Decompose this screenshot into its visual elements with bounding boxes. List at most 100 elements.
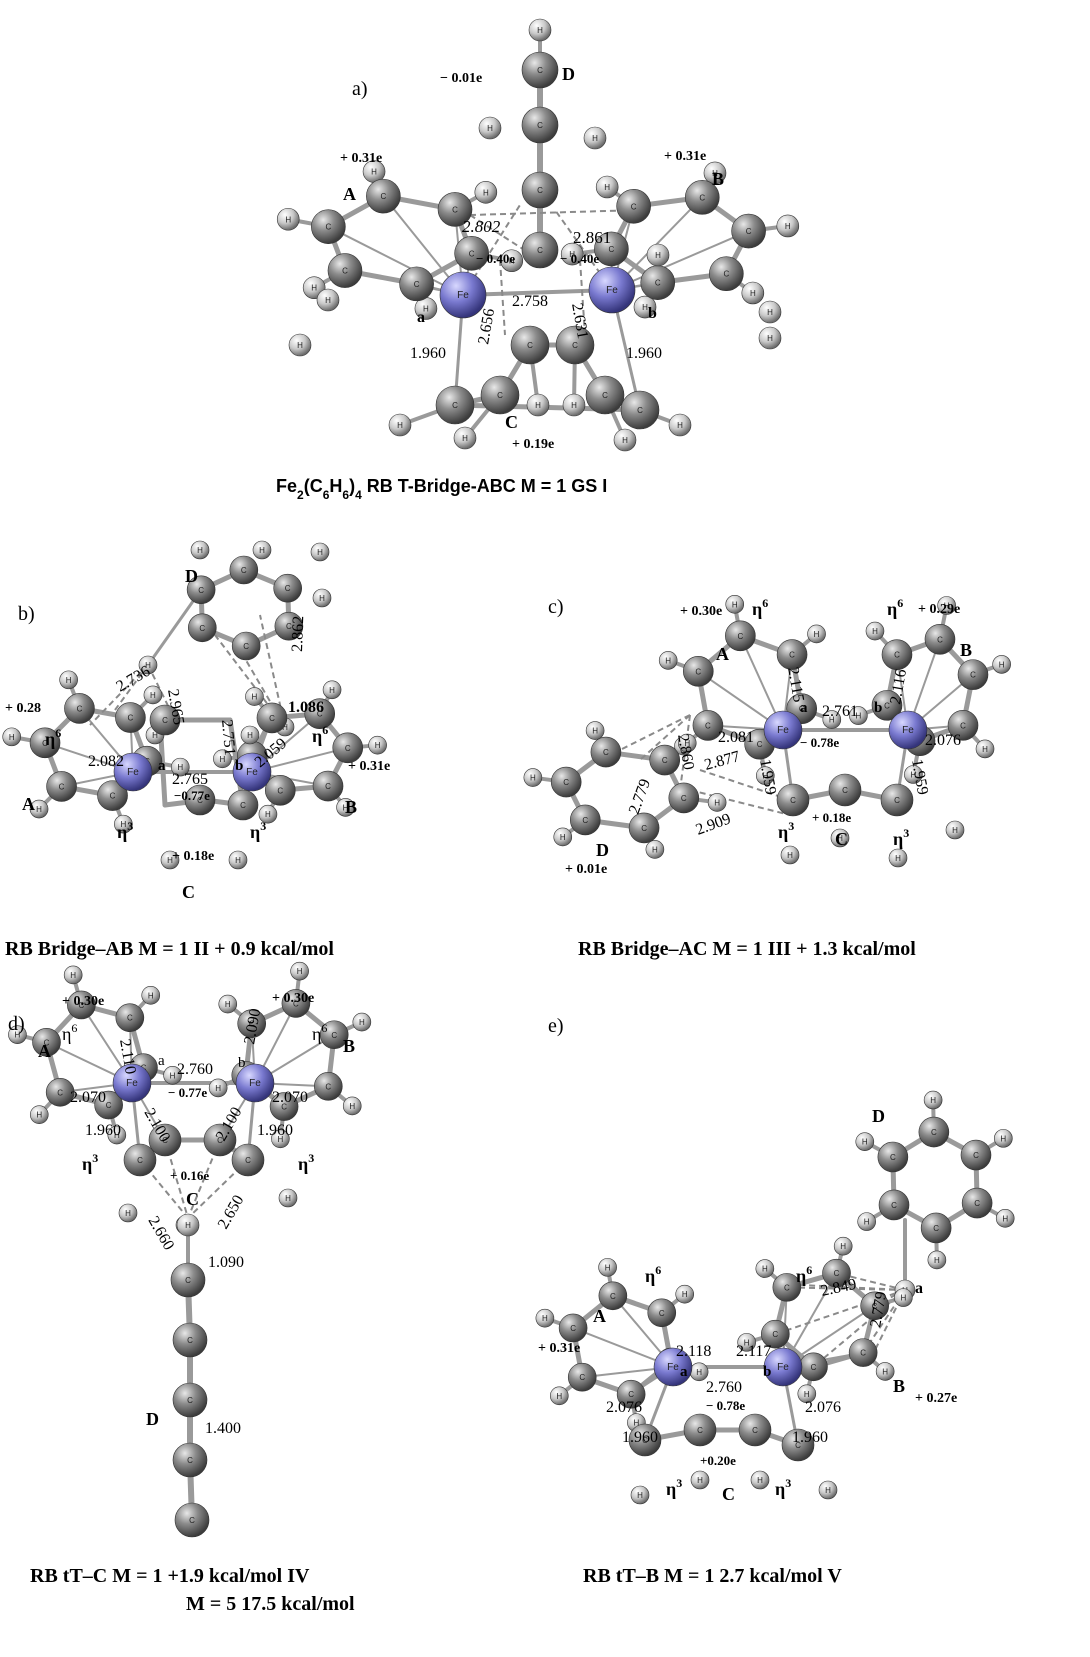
carbon-symbol: C [579, 1373, 585, 1382]
carbon-atom: C [594, 231, 629, 267]
hydrogen-symbol: H [862, 1138, 868, 1147]
hydrogen-symbol: H [530, 774, 536, 783]
carbon-symbol: C [655, 279, 661, 288]
dashed-contact [679, 714, 691, 791]
hydrogen-symbol: H [375, 741, 381, 750]
hydrogen-atom: H [975, 739, 995, 759]
carbon-atom: C [738, 1413, 772, 1447]
charge-label: − 0.77e [168, 1085, 207, 1100]
distance-label: 1.960 [410, 345, 446, 362]
carbon-symbol: C [795, 1441, 801, 1450]
carbon-atom: C [725, 620, 756, 652]
carbon-atom: C [860, 1291, 889, 1321]
hydrogen-symbol: H [297, 967, 303, 976]
hydrogen-symbol: H [604, 183, 610, 192]
hydrogen-atom: H [822, 710, 842, 729]
hydrogen-atom: H [170, 757, 190, 777]
carbon-atom: C [880, 783, 914, 817]
hydrogen-atom: H [585, 721, 605, 740]
carbon-symbol: C [931, 1128, 937, 1137]
metal-label: b [763, 1364, 771, 1380]
ring-label: A [593, 1306, 606, 1326]
hydrogen-atom: H [160, 850, 180, 870]
iron-symbol: Fe [246, 767, 258, 778]
carbon-atom: C [918, 1116, 950, 1148]
hapticity-label: η6 [45, 726, 61, 749]
carbon-symbol: C [811, 1363, 817, 1372]
dashed-contact [799, 1284, 906, 1291]
hydrogen-atom: H [689, 1362, 709, 1382]
distance-label: 2.070 [70, 1089, 106, 1106]
charge-label: + 0.31e [664, 149, 706, 164]
carbon-symbol: C [891, 1201, 897, 1210]
charge-label: + 0.31e [340, 151, 382, 166]
carbon-symbol: C [414, 280, 420, 289]
carbon-atom: C [480, 375, 520, 415]
carbon-symbol: C [894, 796, 900, 805]
charge-label: + 0.19e [512, 437, 554, 452]
hydrogen-symbol: H [864, 1218, 870, 1227]
carbon-atom: C [881, 639, 913, 670]
metal-label: b [238, 1055, 246, 1071]
iron-atom: Fe [763, 710, 803, 750]
distance-label: 2.751 [218, 719, 238, 756]
metal-label: a [158, 758, 166, 774]
iron-atom: Fe [888, 710, 928, 750]
hydrogen-symbol: H [297, 341, 303, 350]
charge-label: − 0.78e [800, 735, 839, 750]
hydrogen-atom: H [549, 1386, 569, 1406]
hydrogen-symbol: H [185, 1221, 191, 1230]
carbon-atom: C [115, 1003, 145, 1032]
dashed-contact [499, 259, 506, 336]
carbon-atom: C [312, 770, 344, 802]
hydrogen-atom: H [240, 725, 260, 745]
metal-label: a [800, 700, 808, 716]
carbon-atom: C [313, 1072, 343, 1101]
hydrogen-symbol: H [592, 727, 598, 736]
hapticity-label: η6 [312, 1021, 327, 1044]
carbon-atom: C [188, 613, 217, 643]
hydrogen-atom: H [865, 621, 885, 641]
carbon-symbol: C [317, 710, 323, 719]
hydrogen-symbol: H [767, 308, 773, 317]
carbon-symbol: C [637, 406, 643, 415]
hydrogen-symbol: H [682, 1290, 688, 1299]
carbon-atom: C [148, 1123, 182, 1157]
hydrogen-atom: H [208, 1078, 228, 1098]
carbon-symbol: C [286, 622, 292, 631]
dashed-contact [259, 614, 286, 728]
hydrogen-symbol: H [767, 334, 773, 343]
carbon-symbol: C [128, 714, 134, 723]
carbon-symbol: C [285, 584, 291, 593]
carbon-symbol: C [974, 1199, 980, 1208]
carbon-atom: C [567, 1362, 597, 1392]
hydrogen-atom: H [849, 706, 868, 725]
hydrogen-symbol: H [252, 693, 258, 702]
carbon-symbol: C [331, 1031, 337, 1040]
hydrogen-symbol: H [70, 971, 76, 980]
distance-label: 2.631 [568, 302, 591, 340]
carbon-atom: C [822, 1258, 851, 1288]
carbon-symbol: C [582, 816, 588, 825]
carbon-symbol: C [106, 1101, 112, 1110]
carbon-symbol: C [197, 796, 203, 805]
carbon-symbol: C [790, 796, 796, 805]
hydrogen-symbol: H [311, 284, 317, 293]
carbon-symbol: C [78, 1001, 84, 1010]
distance-label: 2.090 [241, 1007, 264, 1045]
distance-label: 2.076 [925, 732, 961, 749]
carbon-atom: C [172, 1442, 208, 1478]
hydrogen-atom: H [316, 288, 340, 312]
metal-label: a [680, 1364, 688, 1380]
panel-label: e) [548, 1015, 564, 1037]
hydrogen-symbol: H [696, 1368, 702, 1377]
carbon-symbol: C [249, 1020, 255, 1029]
carbon-atom: C [628, 812, 660, 844]
hydrogen-symbol: H [855, 712, 861, 721]
panel-caption: M = 5 17.5 kcal/mol [186, 1593, 355, 1615]
dashed-contact [836, 1272, 906, 1291]
ring-label: C [722, 1484, 735, 1504]
carbon-symbol: C [217, 1136, 223, 1145]
carbon-atom: C [598, 1281, 628, 1311]
hydrogen-symbol: H [423, 304, 429, 313]
